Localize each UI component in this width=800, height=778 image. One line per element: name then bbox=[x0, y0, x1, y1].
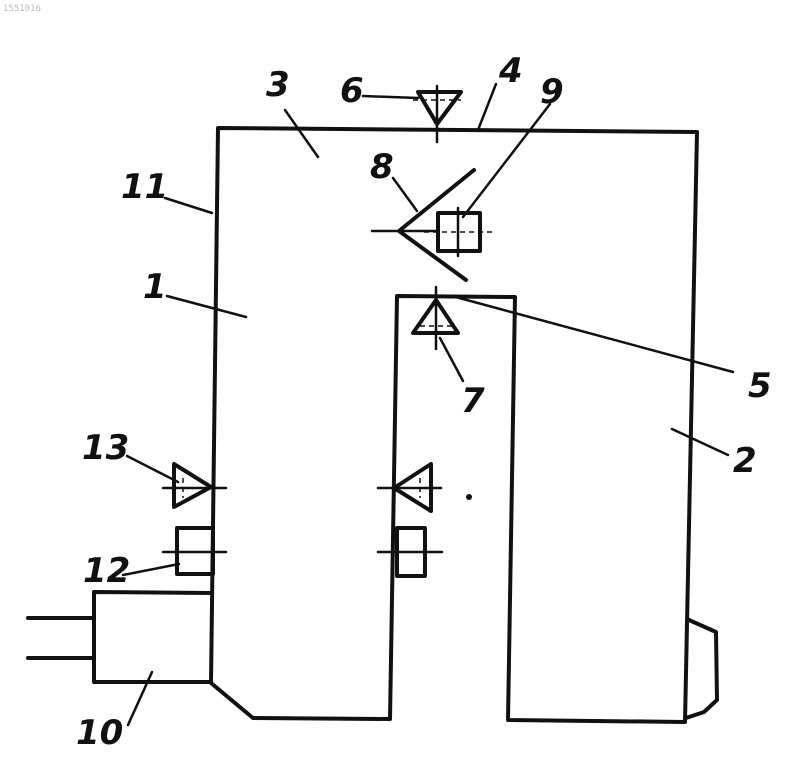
label-11: 11 bbox=[121, 167, 168, 207]
leader-5 bbox=[452, 296, 733, 372]
leader-3 bbox=[285, 110, 318, 157]
leader-4 bbox=[478, 84, 496, 130]
leader-10 bbox=[128, 672, 152, 725]
triangle-element-6 bbox=[418, 92, 461, 124]
label-8: 8 bbox=[370, 147, 394, 187]
label-7: 7 bbox=[461, 381, 485, 421]
label-1: 1 bbox=[143, 267, 167, 307]
leader-8 bbox=[393, 178, 417, 211]
corner-stamp: 1551016 bbox=[3, 4, 41, 14]
leader-11 bbox=[165, 198, 212, 213]
label-10: 10 bbox=[76, 713, 123, 753]
right-side-bump bbox=[686, 620, 717, 718]
label-4: 4 bbox=[498, 51, 523, 91]
triangle-element-13 bbox=[174, 464, 211, 507]
leader-2 bbox=[672, 429, 728, 455]
leader-7 bbox=[440, 338, 463, 381]
leader-9 bbox=[463, 104, 550, 217]
label-12: 12 bbox=[83, 551, 130, 591]
leader-13 bbox=[127, 456, 178, 482]
u-shaped-body-outline bbox=[211, 128, 697, 722]
leader-6 bbox=[363, 96, 418, 98]
label-6: 6 bbox=[340, 71, 364, 111]
attachment-block-10 bbox=[94, 592, 211, 682]
label-3: 3 bbox=[266, 65, 290, 105]
leader-1 bbox=[167, 296, 246, 317]
label-5: 5 bbox=[748, 366, 772, 406]
label-2: 2 bbox=[733, 441, 757, 481]
label-9: 9 bbox=[540, 72, 564, 112]
speck bbox=[466, 494, 472, 500]
leader-12 bbox=[123, 564, 179, 575]
label-13: 13 bbox=[82, 428, 129, 468]
